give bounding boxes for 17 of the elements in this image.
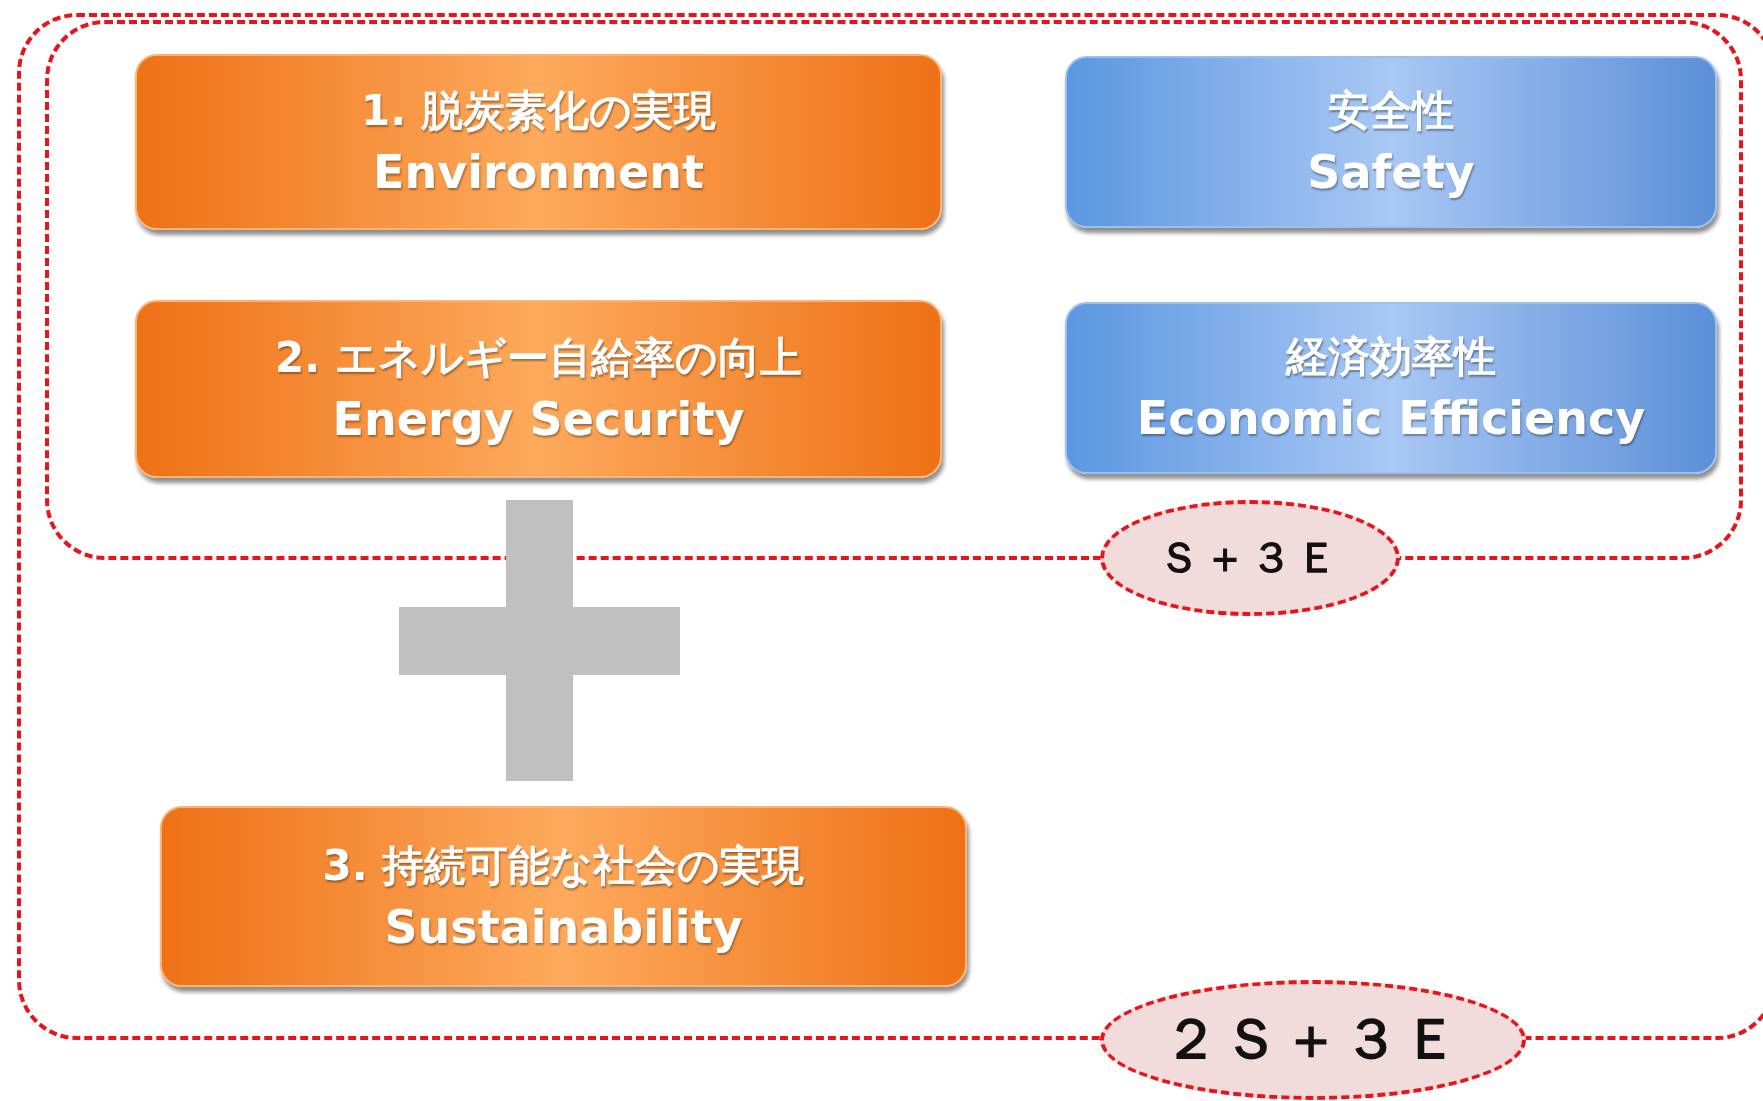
box-subtitle: Energy Security <box>332 391 745 448</box>
box-heading: 2. エネルギー自給率の向上 <box>275 332 802 384</box>
box-subtitle: Environment <box>373 144 704 201</box>
box-subtitle: Sustainability <box>384 898 743 956</box>
box-heading: 経済効率性 <box>1286 331 1496 383</box>
policy-box <box>1065 56 1717 228</box>
policy-box <box>160 806 967 987</box>
box-heading: 1. 脱炭素化の実現 <box>361 85 716 137</box>
policy-box <box>1065 302 1717 474</box>
policy-box <box>135 54 942 230</box>
box-subtitle: Safety <box>1307 144 1475 201</box>
box-subtitle: Economic Efficiency <box>1136 390 1646 447</box>
group-label: Ｓ＋３Ｅ <box>1100 500 1400 616</box>
policy-box <box>135 300 942 478</box>
group-label: ２Ｓ＋３Ｅ <box>1100 980 1526 1100</box>
box-heading: 安全性 <box>1328 85 1454 137</box>
box-heading: 3. 持続可能な社会の実現 <box>322 839 805 892</box>
